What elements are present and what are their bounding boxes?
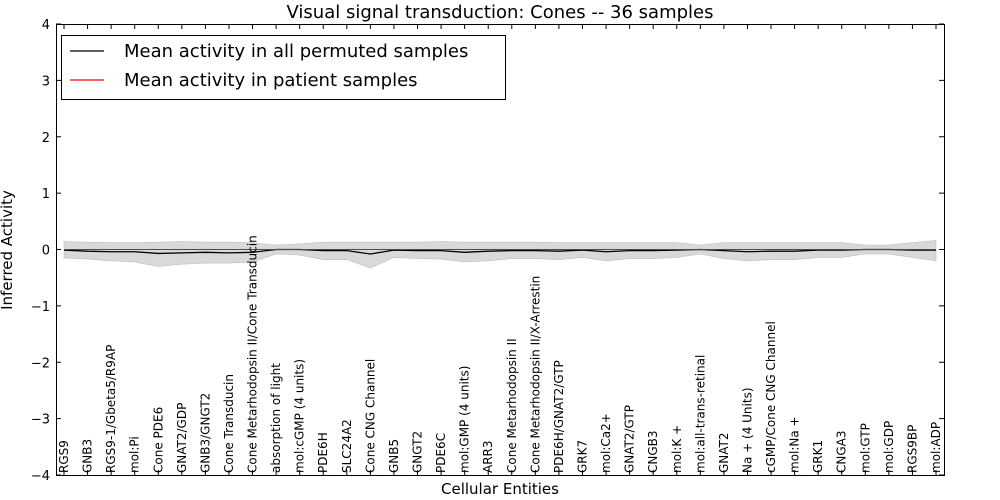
x-tick-label: cGMP/Cone CNG Channel: [764, 321, 778, 473]
x-tick-label: ARR3: [481, 440, 495, 473]
x-tick-label: GRK1: [811, 440, 825, 473]
x-tick-label: GRK7: [575, 440, 589, 473]
legend-box: [61, 35, 506, 100]
x-tick-label: PDE6C: [434, 433, 448, 473]
x-tick-label: GNB5: [387, 439, 401, 473]
x-tick-label: CNGA3: [835, 431, 849, 474]
x-tick-label: Cone CNG Channel: [363, 359, 377, 473]
x-tick-label: mol:GTP: [858, 423, 872, 473]
x-tick-label: Cone Transducin: [222, 374, 236, 473]
y-tick-label: 3: [42, 74, 50, 89]
x-tick-label: GNAT2: [717, 432, 731, 473]
x-tick-label: Cone Metarhodopsin II: [505, 338, 519, 473]
y-axis-ticks: −4 −3 −2 −1 0 1 2 3 4: [31, 18, 944, 484]
x-tick-label: Na + (4 Units): [740, 387, 754, 473]
x-tick-label: SLC24A2: [340, 419, 354, 473]
x-tick-label: mol:Pi: [128, 436, 142, 473]
y-tick-label: 4: [42, 18, 50, 33]
x-tick-label: mol:GMP (4 units): [458, 366, 472, 473]
x-tick-label: CNGB3: [646, 430, 660, 473]
x-tick-label: Cone Metarhodopsin II/X-Arrestin: [528, 276, 542, 473]
y-tick-label: 2: [42, 131, 50, 146]
series-layer: [63, 248, 936, 255]
permuted-mean-line: [63, 248, 936, 255]
x-tick-label: RGS9: [57, 440, 71, 473]
x-tick-label: PDE6H: [316, 432, 330, 473]
x-tick-label: Cone PDE6: [151, 407, 165, 473]
x-tick-label: GNB3/GNGT2: [198, 393, 212, 473]
x-tick-label: absorption of light: [269, 363, 283, 473]
y-tick-label: −2: [31, 356, 50, 371]
y-axis-label: Inferred Activity: [0, 190, 16, 310]
legend-label-patient: Mean activity in patient samples: [124, 70, 418, 91]
x-tick-label: GNGT2: [411, 431, 425, 473]
legend: Mean activity in all permuted samples Me…: [61, 35, 506, 100]
x-tick-label: mol:ADP: [929, 422, 943, 473]
y-tick-label: −4: [31, 469, 50, 484]
x-tick-label: mol:K +: [670, 425, 684, 473]
confidence-band-layer: [63, 240, 937, 269]
x-tick-label: GNAT2/GTP: [623, 405, 637, 473]
x-tick-label: RGS9BP: [905, 425, 919, 473]
x-axis-label: Cellular Entities: [441, 480, 559, 498]
y-tick-label: 1: [42, 187, 50, 202]
y-tick-label: 0: [42, 244, 50, 259]
x-tick-label: mol:all-trans-retinal: [693, 355, 707, 473]
x-tick-label: mol:GDP: [882, 421, 896, 473]
x-tick-label: Cone Metarhodopsin II/Cone Transducin: [246, 235, 260, 473]
x-tick-label: RGS9-1/Gbeta5/R9AP: [104, 345, 118, 473]
x-tick-label: GNB3: [81, 439, 95, 473]
y-tick-label: −1: [31, 300, 50, 315]
y-tick-label: −3: [31, 413, 50, 428]
chart-title: Visual signal transduction: Cones -- 36 …: [286, 2, 713, 23]
x-axis-ticks: RGS9 GNB3 RGS9-1/Gbeta5/R9AP mol:Pi Cone PDE…: [57, 24, 943, 475]
x-tick-label: mol:Na +: [788, 416, 802, 473]
legend-label-permuted: Mean activity in all permuted samples: [124, 41, 468, 62]
x-tick-label: PDE6H/GNAT2/GTP: [552, 360, 566, 473]
x-tick-label: mol:cGMP (4 units): [293, 359, 307, 473]
x-tick-label: GNAT2/GDP: [175, 403, 189, 473]
x-tick-label: mol:Ca2+: [599, 413, 613, 473]
permuted-range-band: [63, 240, 937, 269]
